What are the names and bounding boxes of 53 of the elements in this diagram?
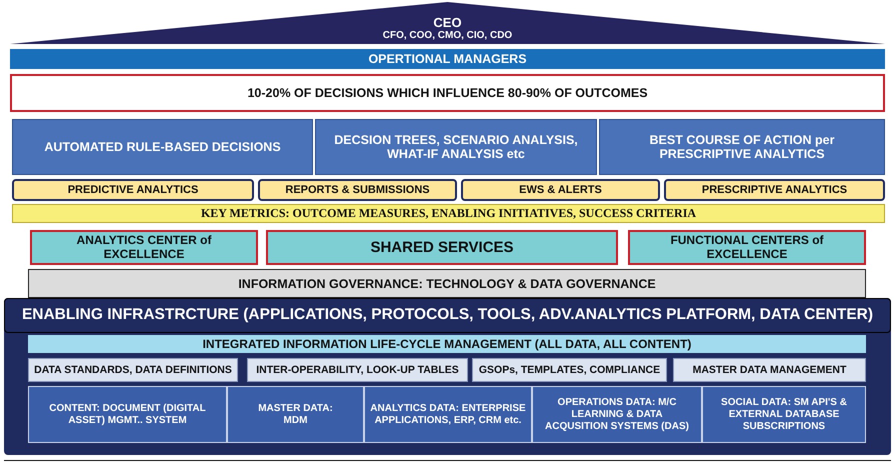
standards-box bbox=[28, 358, 238, 382]
center-box bbox=[628, 230, 866, 265]
data-source-box bbox=[702, 386, 866, 443]
box-label: AUTOMATED RULE-BASED DECISIONS bbox=[43, 140, 282, 154]
box-label: ANALYTICS CENTER of EXCELLENCE bbox=[76, 234, 212, 262]
lifecycle-bar bbox=[28, 335, 866, 353]
roof-banner bbox=[10, 2, 885, 44]
standards-box bbox=[247, 358, 468, 382]
box-label: 10-20% OF DECISIONS WHICH INFLUENCE 80-90% OF OUTCOMES bbox=[246, 86, 649, 100]
highlight-box bbox=[10, 74, 885, 112]
data-source-box bbox=[364, 386, 532, 443]
box-label: OPERTIONAL MANAGERS bbox=[367, 52, 528, 66]
analytics-box bbox=[461, 179, 660, 201]
center-box bbox=[30, 230, 258, 265]
box-label: CEO bbox=[432, 15, 463, 30]
analytics-box bbox=[664, 179, 885, 201]
analytics-box bbox=[258, 179, 457, 201]
box-label: MASTER DATA MANAGEMENT bbox=[692, 364, 848, 376]
subtitle: CFO, COO, CMO, CIO, CDO bbox=[382, 30, 514, 41]
title-bar bbox=[10, 49, 885, 69]
box-label: INTER-OPERABILITY, LOOK-UP TABLES bbox=[255, 364, 460, 376]
box-label: OPERATIONS DATA: M/C LEARNING & DATA ACQUSITION SYSTEMS (DAS) bbox=[544, 396, 690, 432]
data-source-box bbox=[28, 386, 227, 443]
box-label: DATA STANDARDS, DATA DEFINITIONS bbox=[33, 364, 233, 376]
services-box bbox=[266, 230, 618, 265]
metrics-bar bbox=[12, 204, 885, 223]
box-label: SHARED SERVICES bbox=[369, 239, 515, 256]
box-label: SOCIAL DATA: SM API'S & EXTERNAL DATABASE SUBSCRIPTIONS bbox=[720, 396, 848, 432]
box-label: KEY METRICS: OUTCOME MEASURES, ENABLING INITIATIVES, SUCCESS CRITERIA bbox=[200, 206, 698, 221]
box-label: CONTENT: DOCUMENT (DIGITAL ASSET) MGMT.. SYSTEM bbox=[48, 402, 207, 426]
box-label: GSOPs, TEMPLATES, COMPLIANCE bbox=[478, 364, 662, 376]
governance-bar bbox=[28, 269, 866, 298]
box-label: PREDICTIVE ANALYTICS bbox=[66, 184, 200, 196]
box-label: FUNCTIONAL CENTERS of EXCELLENCE bbox=[669, 234, 825, 262]
decision-box bbox=[599, 119, 885, 175]
data-source-box bbox=[532, 386, 702, 443]
box-label: BEST COURSE OF ACTION per PRESCRIPTIVE ANALYTICS bbox=[648, 133, 836, 161]
analytics-box bbox=[12, 179, 254, 201]
box-label: DECSION TREES, SCENARIO ANALYSIS, WHAT-IF ANALYSIS etc bbox=[333, 133, 579, 161]
standards-box bbox=[472, 358, 667, 382]
box-label: PRESCRIPTIVE ANALYTICS bbox=[700, 184, 848, 196]
box-label: INFORMATION GOVERNANCE: TECHNOLOGY & DATA GOVERNANCE bbox=[237, 276, 657, 290]
box-label: MASTER DATA: MDM bbox=[257, 402, 334, 426]
box-label: REPORTS & SUBMISSIONS bbox=[284, 184, 431, 196]
box-label: EWS & ALERTS bbox=[518, 184, 603, 196]
box-label: INTEGRATED INFORMATION LIFE-CYCLE MANAGEMENT (ALL DATA, ALL CONTENT) bbox=[202, 337, 692, 351]
box-label: ANALYTICS DATA: ENTERPRISE APPLICATIONS, ERP, CRM etc. bbox=[369, 402, 527, 426]
decision-box bbox=[12, 119, 313, 175]
data-source-box bbox=[227, 386, 364, 443]
decision-box bbox=[315, 119, 597, 175]
panel-heading: ENABLING INFRASTRCTURE (APPLICATIONS, PROTOCOLS, TOOLS, ADV.ANALYTICS PLATFORM, DATA CENTER) bbox=[4, 298, 891, 333]
infrastructure-panel bbox=[4, 298, 891, 455]
standards-box bbox=[673, 358, 866, 382]
